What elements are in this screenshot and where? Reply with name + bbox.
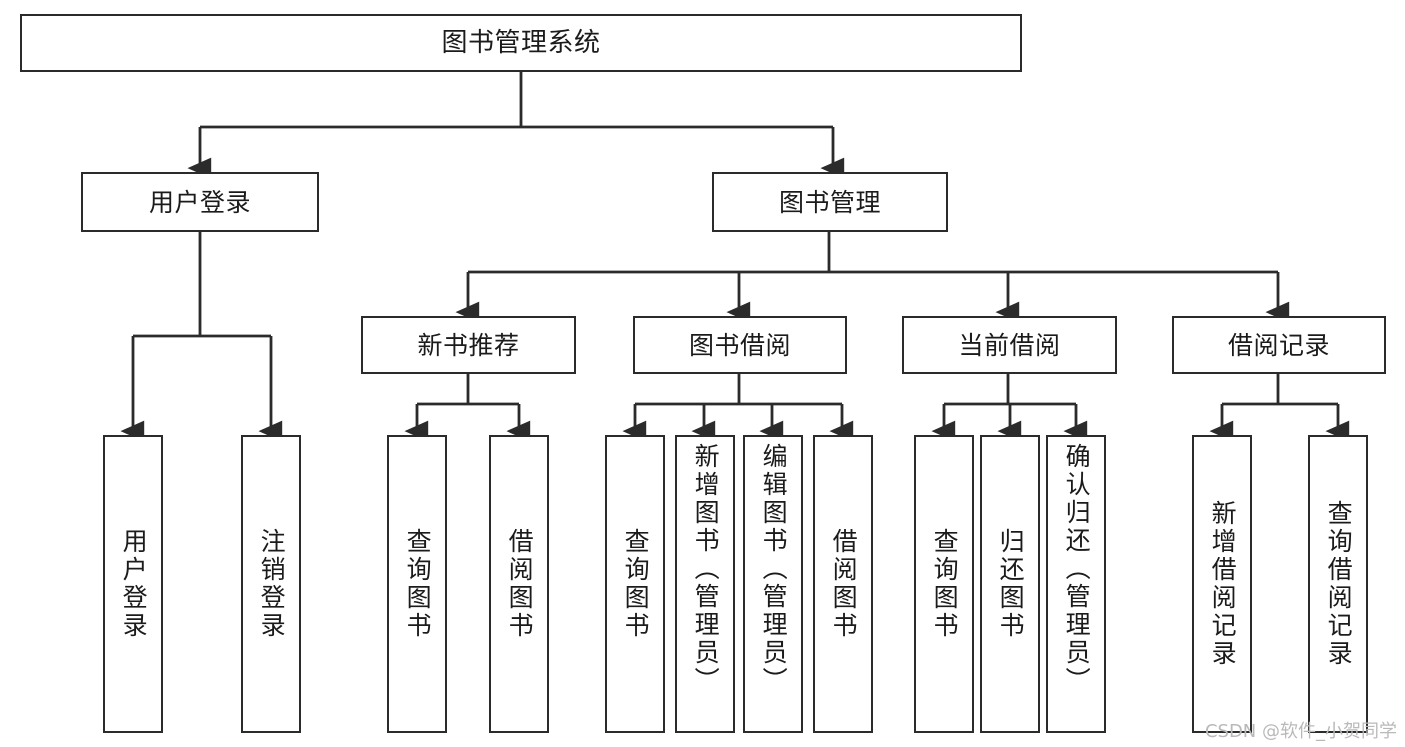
node-user-login[interactable]: 用户登录 (81, 172, 319, 232)
node-new-book-recommend[interactable]: 新书推荐 (361, 316, 576, 374)
leaf-user-login-logout[interactable]: 注销登录 (241, 435, 301, 733)
leaf-current-borrow-query[interactable]: 查询图书 (914, 435, 974, 733)
leaf-book-borrow-add-label: 新增图书（管理员） (691, 443, 721, 695)
node-book-management[interactable]: 图书管理 (712, 172, 948, 232)
leaf-current-borrow-return[interactable]: 归还图书 (980, 435, 1040, 733)
leaf-book-borrow-borrow-label: 借阅图书 (829, 528, 859, 640)
leaf-book-borrow-edit[interactable]: 编辑图书（管理员） (743, 435, 803, 733)
leaf-borrow-record-query[interactable]: 查询借阅记录 (1308, 435, 1368, 733)
node-book-management-label: 图书管理 (778, 187, 881, 217)
leaf-current-borrow-return-label: 归还图书 (996, 528, 1026, 640)
leaf-borrow-record-query-label: 查询借阅记录 (1324, 500, 1354, 668)
node-user-login-label: 用户登录 (148, 187, 251, 217)
leaf-new-book-query[interactable]: 查询图书 (387, 435, 447, 733)
node-book-borrow-label: 图书借阅 (688, 330, 791, 360)
leaf-book-borrow-query-label: 查询图书 (621, 528, 651, 640)
node-borrow-record-label: 借阅记录 (1227, 330, 1330, 360)
leaf-current-borrow-query-label: 查询图书 (930, 528, 960, 640)
leaf-user-login-logout-label: 注销登录 (257, 528, 287, 640)
leaf-book-borrow-edit-label: 编辑图书（管理员） (759, 443, 789, 695)
node-root[interactable]: 图书管理系统 (20, 14, 1022, 72)
leaf-new-book-borrow[interactable]: 借阅图书 (489, 435, 549, 733)
leaf-borrow-record-add-label: 新增借阅记录 (1208, 500, 1238, 668)
leaf-user-login-login[interactable]: 用户登录 (103, 435, 163, 733)
leaf-new-book-query-label: 查询图书 (403, 528, 433, 640)
leaf-book-borrow-query[interactable]: 查询图书 (605, 435, 665, 733)
node-new-book-recommend-label: 新书推荐 (417, 330, 520, 360)
leaf-borrow-record-add[interactable]: 新增借阅记录 (1192, 435, 1252, 733)
leaf-user-login-login-label: 用户登录 (119, 528, 149, 640)
leaf-current-borrow-confirm-return-label: 确认归还（管理员） (1062, 443, 1092, 695)
watermark-text: CSDN @软件_小贺同学 (1204, 721, 1397, 742)
node-borrow-record[interactable]: 借阅记录 (1172, 316, 1386, 374)
node-current-borrow[interactable]: 当前借阅 (902, 316, 1117, 374)
node-book-borrow[interactable]: 图书借阅 (633, 316, 847, 374)
node-root-label: 图书管理系统 (441, 27, 601, 58)
leaf-book-borrow-borrow[interactable]: 借阅图书 (813, 435, 873, 733)
leaf-new-book-borrow-label: 借阅图书 (505, 528, 535, 640)
node-current-borrow-label: 当前借阅 (958, 330, 1061, 360)
leaf-current-borrow-confirm-return[interactable]: 确认归还（管理员） (1046, 435, 1106, 733)
leaf-book-borrow-add[interactable]: 新增图书（管理员） (675, 435, 735, 733)
